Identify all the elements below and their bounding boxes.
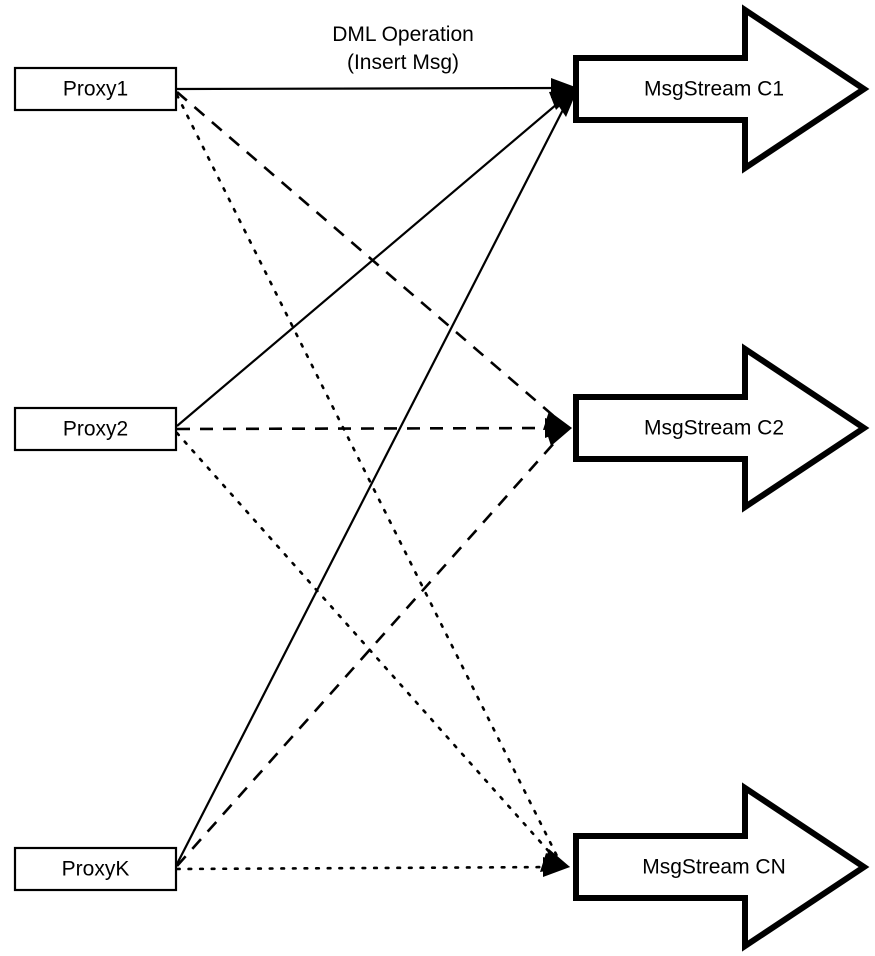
edge-proxy1-to-stream-cn [175, 93, 562, 864]
proxy1-box[interactable] [13, 66, 178, 112]
edge-proxy2-to-stream-cn [175, 431, 562, 866]
proxy2-box[interactable] [13, 406, 178, 452]
stream-c1-arrow-icon[interactable] [573, 4, 870, 174]
arrowhead-proxyk-c2-icon [545, 427, 572, 446]
proxyk-label: ProxyK [62, 858, 130, 881]
edge-proxy1-to-stream-c2 [176, 91, 564, 425]
proxyk-box[interactable] [13, 846, 178, 892]
edge-layer [175, 86, 571, 871]
stream-c1-group[interactable]: MsgStream C1 [573, 4, 870, 174]
dml-operation-annotation: DML Operation (Insert Msg) [332, 23, 474, 74]
dml-operation-line2: (Insert Msg) [347, 51, 459, 74]
proxyk-group[interactable]: ProxyK [13, 846, 178, 892]
dml-operation-line1: DML Operation [332, 23, 474, 46]
arrowhead-layer [540, 78, 578, 877]
stream-c2-arrow-icon[interactable] [573, 343, 870, 513]
stream-c2-group[interactable]: MsgStream C2 [573, 343, 870, 513]
edge-proxy1-to-stream-c1 [176, 86, 571, 91]
edge-proxyk-to-stream-c2 [176, 432, 564, 867]
arrowhead-proxyk-cn-icon [543, 857, 570, 877]
stream-cn-label: MsgStream CN [642, 856, 786, 879]
arrowhead-proxyk-c1-icon [556, 88, 578, 117]
stream-c2-label: MsgStream C2 [644, 417, 784, 440]
proxy2-group[interactable]: Proxy2 [13, 406, 178, 452]
proxy2-label: Proxy2 [63, 418, 128, 441]
stream-cn-group[interactable]: MsgStream CN [573, 782, 870, 952]
proxy1-label: Proxy1 [63, 78, 128, 101]
edge-proxy2-to-stream-c2 [176, 426, 564, 431]
proxy1-group[interactable]: Proxy1 [13, 66, 178, 112]
stream-cn-arrow-icon[interactable] [573, 782, 870, 952]
edge-proxy2-to-stream-c1 [176, 92, 571, 427]
stream-c1-label: MsgStream C1 [644, 78, 784, 101]
edge-proxyk-to-stream-c1 [176, 95, 571, 865]
edge-proxyk-to-stream-cn [175, 865, 562, 871]
